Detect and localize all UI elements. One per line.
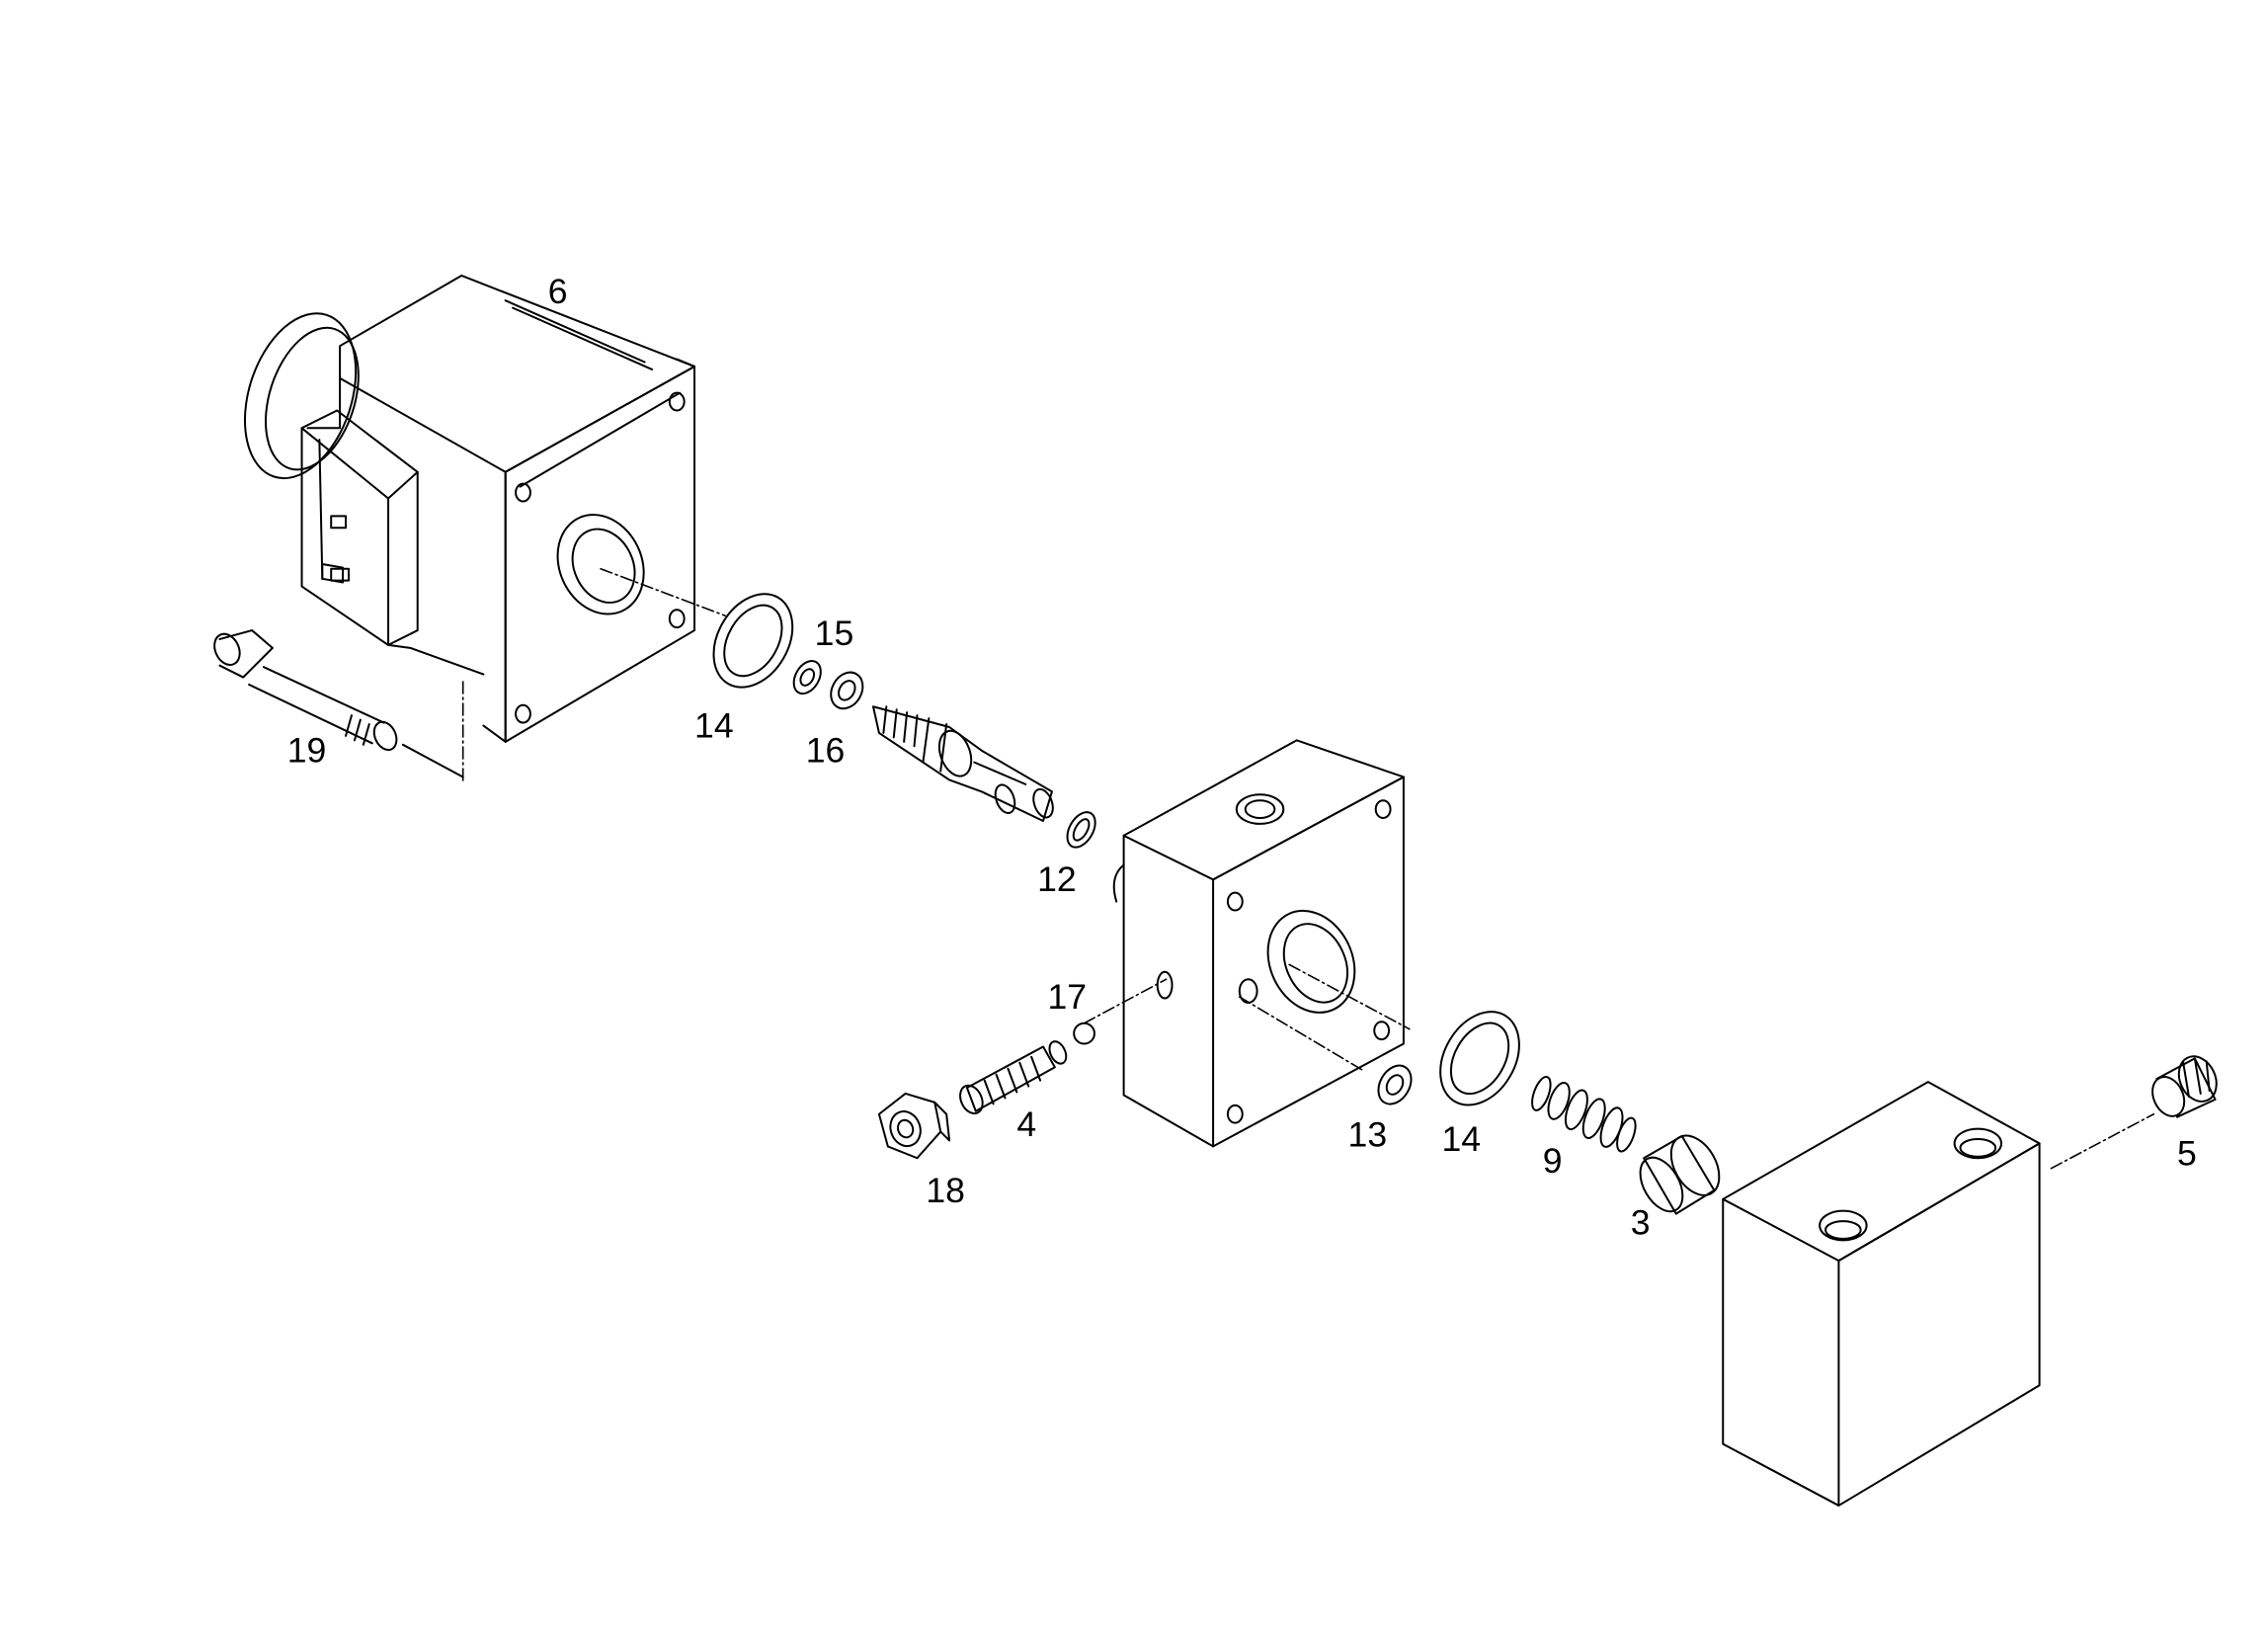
solenoid-housing	[225, 276, 694, 742]
callout-16: 16	[806, 731, 846, 771]
callout-17: 17	[1047, 977, 1087, 1017]
end-cover-block	[1723, 1082, 2039, 1506]
callout-13: 13	[1348, 1114, 1388, 1154]
washer-lower	[1372, 1060, 1418, 1110]
valve-body	[1114, 740, 1404, 1146]
piston-cup	[1632, 1127, 1730, 1219]
washer-small	[788, 656, 826, 698]
callout-3: 3	[1631, 1202, 1651, 1242]
callout-18: 18	[926, 1171, 965, 1210]
bolt	[209, 630, 462, 777]
callout-19: 19	[287, 731, 327, 771]
callout-5: 5	[2177, 1134, 2197, 1174]
o-ring-small	[1062, 807, 1101, 852]
callout-6: 6	[548, 272, 568, 311]
valve-cartridge	[873, 706, 1056, 821]
callout-14-lower: 14	[1441, 1119, 1481, 1159]
o-ring-large-lower	[1424, 998, 1535, 1119]
check-ball	[1074, 1023, 1094, 1044]
lock-nut	[879, 1094, 949, 1158]
adjusting-screw	[956, 1039, 1070, 1117]
callout-15: 15	[815, 614, 854, 653]
plug	[2146, 1050, 2224, 1121]
callout-9: 9	[1543, 1141, 1563, 1181]
seal-ring	[825, 667, 869, 714]
callout-14-upper: 14	[694, 705, 734, 745]
callout-12: 12	[1037, 859, 1077, 899]
assembly-guide-lines	[463, 569, 2154, 1169]
spring	[1528, 1075, 1639, 1154]
callout-4: 4	[1016, 1104, 1036, 1144]
callout-labels: 6 15 14 16 19 12 17 4 18 13 14 9 3 5	[287, 272, 2197, 1242]
o-ring-large-upper	[697, 580, 808, 701]
